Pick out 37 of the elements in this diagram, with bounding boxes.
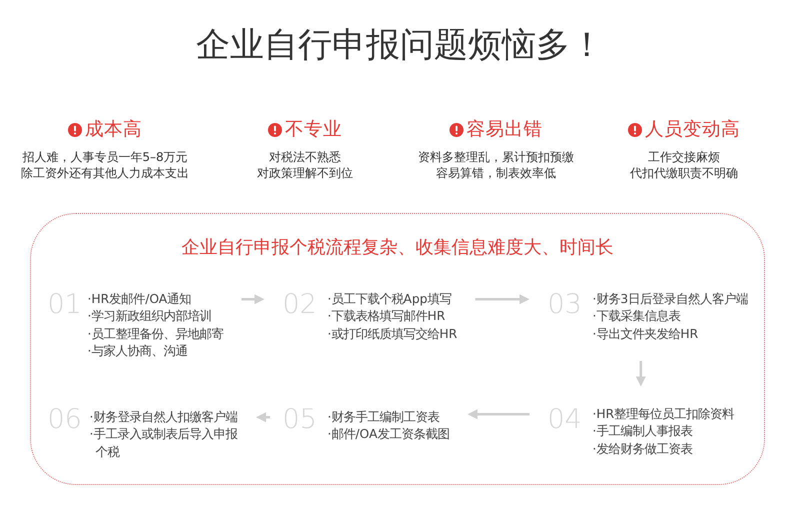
step-item: ·下载采集信息表 [592,308,680,325]
step-item: ·HR整理每位员工扣除资料 [592,406,734,422]
page-title: 企业自行申报问题烦恼多！ [196,24,604,66]
problem-description: 容易算错，制表效率低 [436,165,556,181]
problem-heading: 不专业 [285,118,342,142]
step-item: ·员工下载个税App填写 [328,290,452,308]
problem-description: 除工资外还有其他人力成本支出 [21,165,189,181]
problem-description: 对政策理解不到位 [257,165,353,181]
problem-description: 工作交接麻烦 [648,149,720,165]
arrow [475,294,530,304]
step-item: ·或打印纸质填写交给HR [328,326,458,342]
panel-heading: 企业自行申报个税流程复杂、收集信息难度大、时间长 [182,236,614,260]
step-item: ·财务手工编制工资表 [328,408,440,426]
problem-description: 招人难，人事专员一年5–8万元 [22,149,188,165]
step-item: ·手工编制人事报表 [592,423,692,440]
step-item: ·导出文件夹发给HR [592,326,698,342]
step-item: ·员工整理备份、异地邮寄 [88,326,224,342]
arrow [636,361,646,386]
problem-description: 对税法不熟悉 [269,149,341,165]
step-item: ·与家人协商、沟通 [88,343,188,360]
problem-heading: 成本高 [85,118,142,142]
step-item: ·财务登录自然人扣缴客户端 [90,408,238,426]
problem-heading: 容易出错 [466,118,542,142]
step-item: ·发给财务做工资表 [592,440,692,458]
step-item: ·下载表格填写邮件HR [328,308,446,325]
step-item: ·HR发邮件/OA通知 [88,290,192,308]
arrow [256,412,270,422]
problem-description: 代扣代缴职责不明确 [630,165,738,181]
arrow [467,409,530,420]
step-item: ·邮件/OA发工资条截图 [328,426,450,443]
step-item: ·手工录入或制表后导入申报个税 [90,426,238,460]
step-item: ·财务3日后登录自然人客户端 [592,290,748,308]
problem-description: 资料多整理乱，累计预扣预缴 [418,149,574,165]
dashed-panel [30,213,765,485]
step-item: ·学习新政组织内部培训 [88,308,212,325]
arrow [241,294,264,304]
problem-heading: 人员变动高 [645,118,740,142]
